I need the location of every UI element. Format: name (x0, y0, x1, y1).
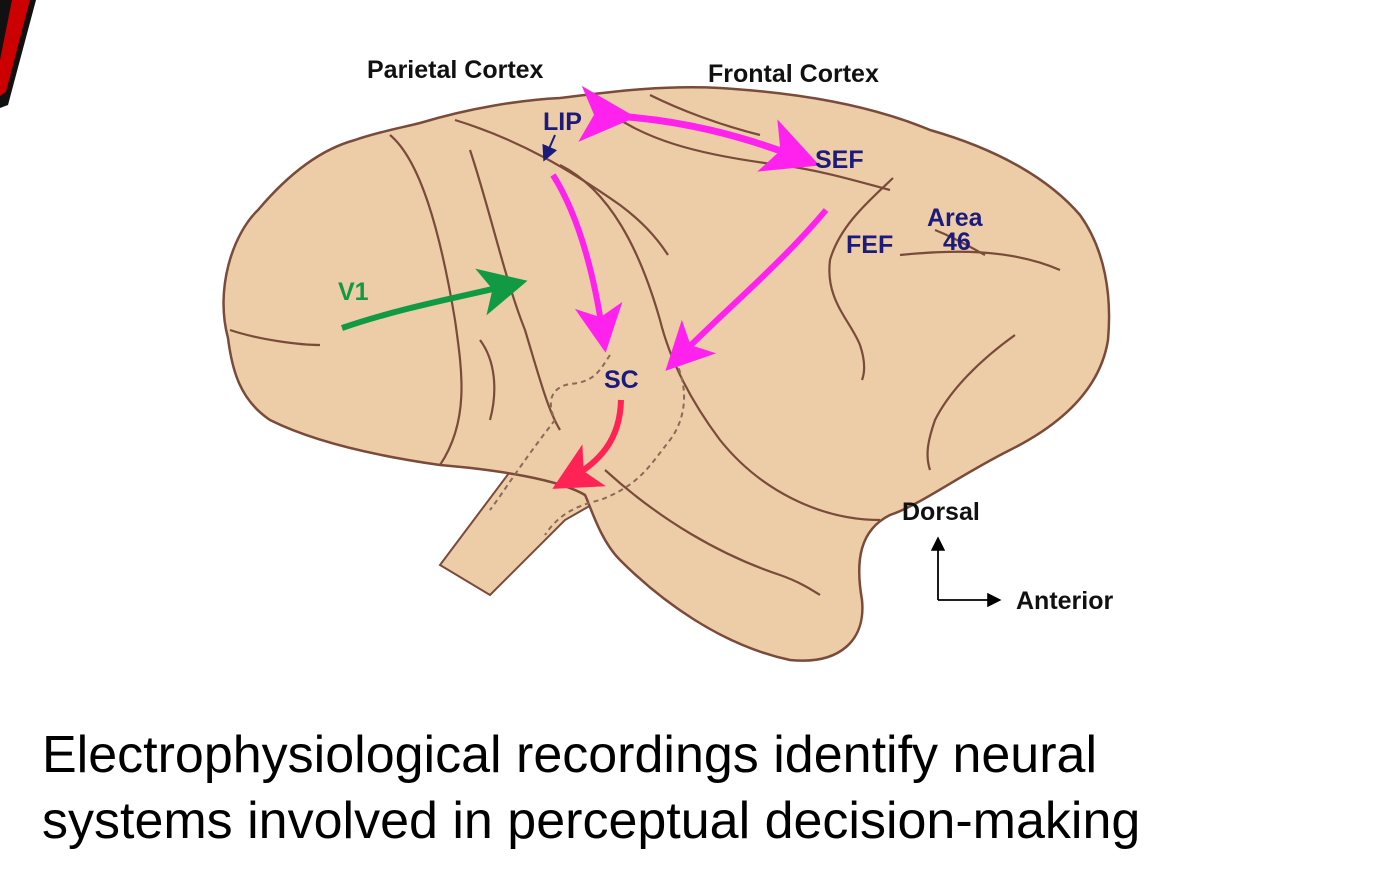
caption-line-2: systems involved in perceptual decision-… (42, 788, 1392, 854)
cortex-outline (224, 87, 1110, 660)
brain-diagram: Parietal Cortex Frontal Cortex LIP SEF F… (0, 0, 1399, 720)
fef-label: FEF (846, 231, 893, 259)
area46-label-line2: 46 (943, 228, 971, 256)
lip-label: LIP (543, 108, 582, 136)
parietal-cortex-label: Parietal Cortex (367, 56, 544, 84)
anterior-label: Anterior (1016, 587, 1114, 615)
dorsal-label: Dorsal (902, 498, 980, 526)
v1-label: V1 (338, 278, 369, 306)
orientation-indicator (938, 540, 998, 600)
sef-label: SEF (815, 146, 864, 174)
sc-label: SC (604, 366, 639, 394)
slide-caption: Electrophysiological recordings identify… (42, 722, 1392, 854)
caption-line-1: Electrophysiological recordings identify… (42, 722, 1392, 788)
frontal-cortex-label: Frontal Cortex (708, 60, 879, 88)
